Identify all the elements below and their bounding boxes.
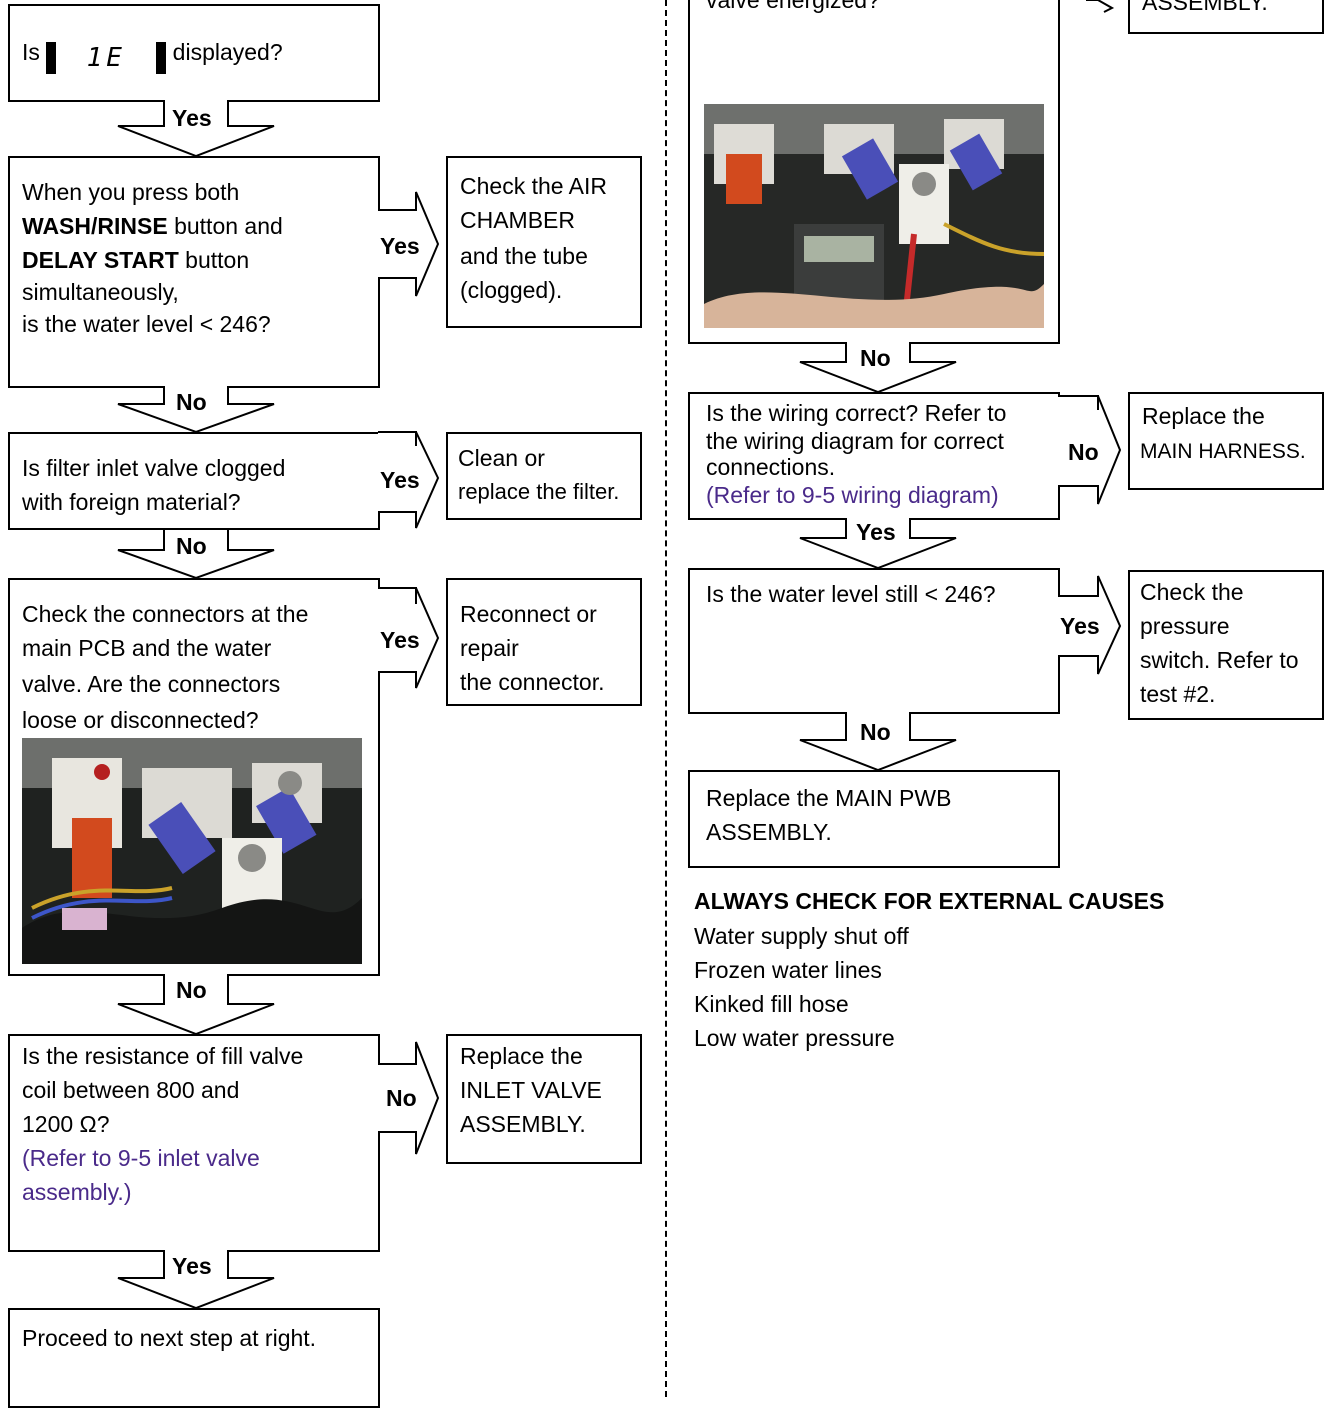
q5-action-line3: ASSEMBLY. <box>460 1111 586 1137</box>
q5-line3: 1200 Ω? <box>22 1111 110 1137</box>
wash-rinse-button-label: WASH/RINSE <box>22 213 168 239</box>
main-harness-action-box: Replace the MAIN HARNESS. <box>1128 392 1324 490</box>
q7-reference: (Refer to 9-5 wiring diagram) <box>706 482 999 508</box>
q5-action-line2: INLET VALVE <box>460 1077 602 1103</box>
q8-action-line4: test #2. <box>1140 681 1216 707</box>
filter-check-box: Is filter inlet valve clogged with forei… <box>8 432 380 530</box>
right-arrow-q3 <box>378 431 440 529</box>
q1-prefix: Is <box>22 39 40 65</box>
q9-line1: Replace the MAIN PWB <box>706 785 952 811</box>
right-arrow-q4 <box>378 587 440 689</box>
q4-line4: loose or disconnected? <box>22 707 259 733</box>
q9-line2: ASSEMBLY. <box>706 819 832 845</box>
display-check-box: Is 1E displayed? <box>8 4 380 102</box>
no-label-q5: No <box>386 1085 417 1111</box>
q8-action-line3: switch. Refer to <box>1140 647 1299 673</box>
cause-item: Low water pressure <box>694 1025 895 1051</box>
inlet-valve-action-box: Replace the INLET VALVE ASSEMBLY. <box>446 1034 642 1164</box>
right-arrow-q2 <box>378 191 440 297</box>
q8-text: Is the water level still < 246? <box>706 581 996 607</box>
external-causes-heading: ALWAYS CHECK FOR EXTERNAL CAUSES <box>694 888 1165 914</box>
q2-action-line3: and the tube <box>460 243 588 269</box>
proceed-text: Proceed to next step at right. <box>22 1325 317 1351</box>
pressure-switch-action-box: Check the pressure switch. Refer to test… <box>1128 570 1324 720</box>
q2-action-line1: Check the AIR <box>460 173 608 199</box>
q2-line5: is the water level < 246? <box>22 311 271 337</box>
q5-action-line1: Replace the <box>460 1043 583 1069</box>
wiring-check-box: Is the wiring correct? Refer to the wiri… <box>688 392 1060 520</box>
q7-line1: Is the wiring correct? Refer to <box>706 400 1007 426</box>
right-arrow-q5 <box>378 1041 440 1155</box>
yes-label-q3: Yes <box>380 467 420 493</box>
yes-label-q8: Yes <box>1060 613 1100 639</box>
replace-pwb-box: Replace the MAIN PWB ASSEMBLY. <box>688 770 1060 868</box>
assembly-action-box-top: ASSEMBLY. <box>1128 0 1324 34</box>
q2-action-line2: CHAMBER <box>460 207 576 233</box>
yes-label-1: Yes <box>172 105 212 131</box>
water-valve-photo <box>22 738 362 964</box>
yes-label-q2: Yes <box>380 233 420 259</box>
q6-text: valve energized? <box>706 0 880 13</box>
column-divider <box>665 0 667 1397</box>
q7-action-line2: MAIN HARNESS. <box>1140 440 1306 463</box>
q3-action-line1: Clean or <box>458 445 545 471</box>
q1-suffix: displayed? <box>172 39 283 65</box>
q4-line3: valve. Are the connectors <box>22 671 281 697</box>
q4-line2: main PCB and the water <box>22 635 272 661</box>
multimeter-photo <box>704 104 1044 328</box>
q4-line1: Check the connectors at the <box>22 601 309 627</box>
q4-action-line2: repair <box>460 635 519 661</box>
q2-action-line4: (clogged). <box>460 277 563 303</box>
q2-line3-rest: button <box>178 247 250 273</box>
cause-item: Frozen water lines <box>694 957 882 983</box>
q4-action-line3: the connector. <box>460 669 605 695</box>
q3-line1: Is filter inlet valve clogged <box>22 455 286 481</box>
q5-reference-line2: assembly.) <box>22 1179 132 1205</box>
q8-action-line1: Check the <box>1140 579 1244 605</box>
water-level-recheck-box: Is the water level still < 246? <box>688 568 1060 714</box>
cause-item: Kinked fill hose <box>694 991 849 1017</box>
right-arrow-q6 <box>1086 0 1115 13</box>
yes-label-5: Yes <box>172 1253 212 1279</box>
no-label-4: No <box>176 977 207 1003</box>
q2-line1: When you press both <box>22 179 240 205</box>
no-label-2: No <box>176 389 207 415</box>
q7-line2: the wiring diagram for correct <box>706 428 1004 454</box>
q6-action-text: ASSEMBLY. <box>1142 0 1268 15</box>
cause-item: Water supply shut off <box>694 923 909 949</box>
proceed-box: Proceed to next step at right. <box>8 1308 380 1408</box>
q3-action-line2: replace the filter. <box>458 479 620 504</box>
q5-reference-line1: (Refer to 9-5 inlet valve <box>22 1145 260 1171</box>
air-chamber-action-box: Check the AIR CHAMBER and the tube (clog… <box>446 156 642 328</box>
q2-line4: simultaneously, <box>22 279 179 305</box>
q3-line2: with foreign material? <box>22 489 241 515</box>
q8-action-line2: pressure <box>1140 613 1230 639</box>
delay-start-button-label: DELAY START <box>22 247 179 273</box>
q5-line2: coil between 800 and <box>22 1077 240 1103</box>
q4-action-line1: Reconnect or <box>460 601 597 627</box>
error-code-display: 1E <box>46 42 167 74</box>
yes-label-q4: Yes <box>380 627 420 653</box>
water-level-check-box: When you press both WASH/RINSE button an… <box>8 156 380 388</box>
reconnect-action-box: Reconnect or repair the connector. <box>446 578 642 706</box>
right-arrow-q8 <box>1058 575 1122 675</box>
right-arrow-q7 <box>1058 395 1122 505</box>
no-label-8: No <box>860 719 891 745</box>
q5-line1: Is the resistance of fill valve <box>22 1043 304 1069</box>
q7-line3: connections. <box>706 454 836 480</box>
yes-label-7: Yes <box>856 519 896 545</box>
error-code-text: 1E <box>56 42 157 74</box>
no-label-6: No <box>860 345 891 371</box>
q2-line2-rest: button and <box>167 213 283 239</box>
q7-action-line1: Replace the <box>1142 403 1265 429</box>
filter-action-box: Clean or replace the filter. <box>446 432 642 520</box>
resistance-check-box: Is the resistance of fill valve coil bet… <box>8 1034 380 1252</box>
no-label-q7: No <box>1068 439 1099 465</box>
no-label-3: No <box>176 533 207 559</box>
